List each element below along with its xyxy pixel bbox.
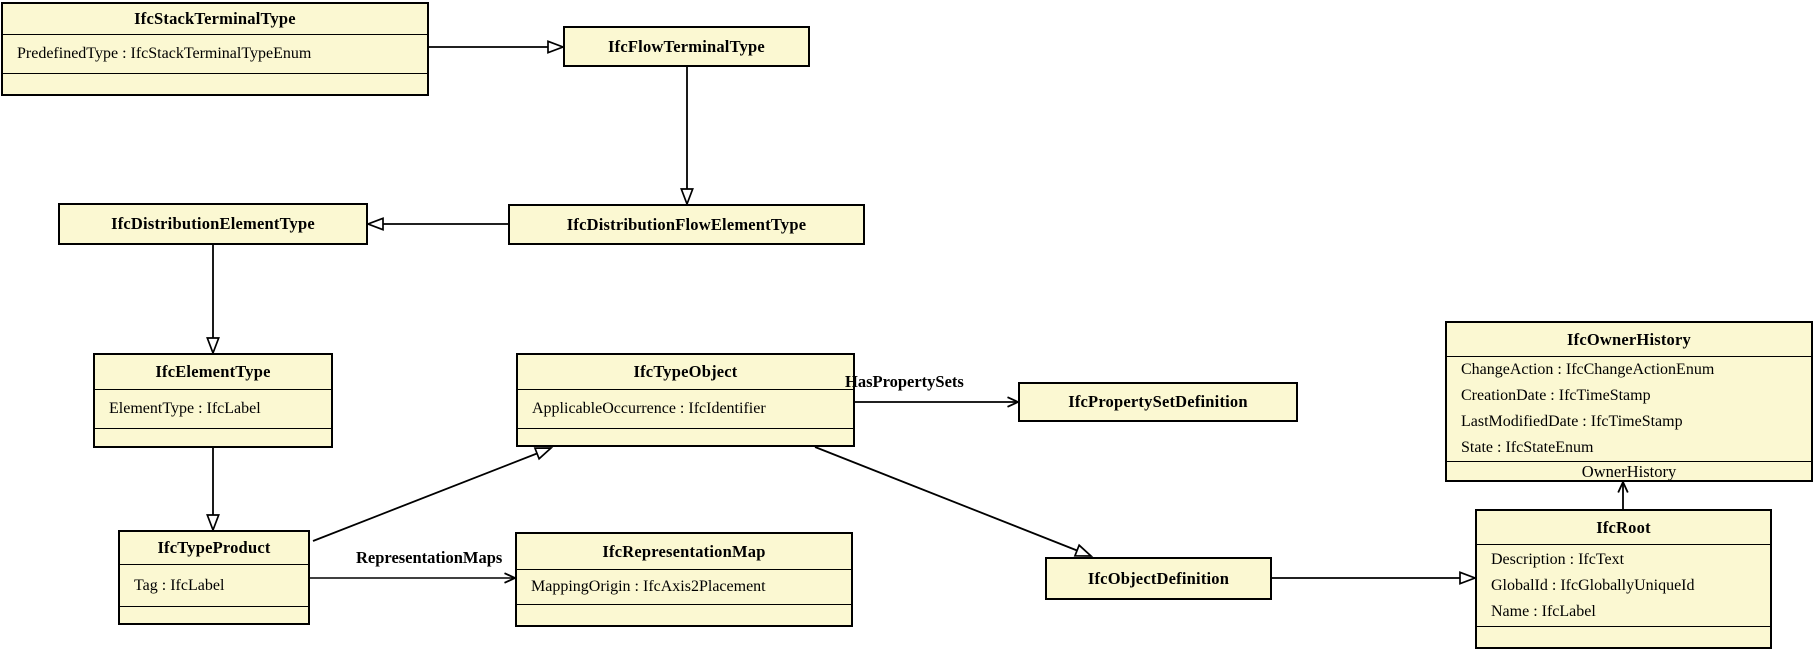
- class-attributes: PredefinedType : IfcStackTerminalTypeEnu…: [3, 35, 427, 74]
- class-attributes: MappingOrigin : IfcAxis2Placement: [517, 570, 851, 605]
- class-title: IfcObjectDefinition: [1087, 568, 1230, 588]
- class-box-ifcpropertysetdefinition: IfcPropertySetDefinition: [1018, 382, 1298, 422]
- class-title: IfcRoot: [1477, 511, 1770, 545]
- generalization-typeproduct-to-typeobject: [312, 447, 554, 542]
- class-box-ifcelementtype: IfcElementType ElementType : IfcLabel: [93, 353, 333, 448]
- class-title: IfcDistributionFlowElementType: [566, 214, 807, 234]
- class-title: IfcOwnerHistory: [1447, 323, 1811, 357]
- attribute-line: ChangeAction : IfcChangeActionEnum: [1461, 361, 1715, 378]
- association-label-ownerhistory: OwnerHistory: [1581, 462, 1677, 481]
- class-box-ifcdistributionflowelementtype: IfcDistributionFlowElementType: [508, 204, 865, 245]
- class-box-ifcflowterminaltype: IfcFlowTerminalType: [563, 26, 810, 67]
- class-box-ifctypeproduct: IfcTypeProduct Tag : IfcLabel: [118, 530, 310, 625]
- class-box-ifcdistributionelementtype: IfcDistributionElementType: [58, 203, 368, 245]
- class-attributes: ApplicableOccurrence : IfcIdentifier: [518, 390, 853, 429]
- class-box-ifcroot: IfcRoot Description : IfcText GlobalId :…: [1475, 509, 1772, 649]
- attribute-line: CreationDate : IfcTimeStamp: [1461, 387, 1651, 404]
- attribute-line: ApplicableOccurrence : IfcIdentifier: [532, 400, 766, 417]
- class-title: IfcFlowTerminalType: [608, 36, 765, 56]
- class-title: IfcStackTerminalType: [3, 4, 427, 35]
- attribute-line: State : IfcStateEnum: [1461, 439, 1594, 456]
- class-extra-compartment: [120, 607, 308, 623]
- class-extra-compartment: [517, 605, 851, 625]
- class-title: IfcElementType: [95, 355, 331, 390]
- attribute-line: GlobalId : IfcGloballyUniqueId: [1491, 576, 1695, 594]
- attribute-line: ElementType : IfcLabel: [109, 400, 261, 417]
- class-box-ifcobjectdefinition: IfcObjectDefinition: [1045, 557, 1272, 600]
- attribute-line: PredefinedType : IfcStackTerminalTypeEnu…: [17, 45, 312, 62]
- class-title: IfcTypeObject: [518, 355, 853, 390]
- class-title: IfcTypeProduct: [120, 532, 308, 565]
- class-box-ifcownerhistory: IfcOwnerHistory ChangeAction : IfcChange…: [1445, 321, 1813, 482]
- class-box-ifctypeobject: IfcTypeObject ApplicableOccurrence : Ifc…: [516, 353, 855, 447]
- attribute-line: LastModifiedDate : IfcTimeStamp: [1461, 413, 1683, 430]
- attribute-line: Name : IfcLabel: [1491, 602, 1596, 620]
- class-extra-compartment: [95, 429, 331, 446]
- class-attributes: ElementType : IfcLabel: [95, 390, 331, 429]
- association-label-representationmaps: RepresentationMaps: [356, 548, 503, 567]
- class-title: IfcPropertySetDefinition: [1068, 392, 1248, 411]
- class-attributes: Description : IfcText GlobalId : IfcGlob…: [1477, 545, 1770, 627]
- class-extra-compartment: [518, 429, 853, 445]
- class-extra-compartment: [1477, 627, 1770, 647]
- generalization-typeobject-to-objectdefinition: [814, 446, 1094, 557]
- class-title: IfcDistributionElementType: [111, 214, 315, 233]
- class-extra-compartment: [3, 74, 427, 94]
- class-box-ifcstackterminaltype: IfcStackTerminalType PredefinedType : If…: [1, 2, 429, 96]
- class-attributes: ChangeAction : IfcChangeActionEnum Creat…: [1447, 357, 1811, 462]
- class-title: IfcRepresentationMap: [517, 534, 851, 570]
- attribute-line: Description : IfcText: [1491, 550, 1625, 568]
- class-attributes: Tag : IfcLabel: [120, 565, 308, 607]
- class-box-ifcrepresentationmap: IfcRepresentationMap MappingOrigin : Ifc…: [515, 532, 853, 627]
- attribute-line: Tag : IfcLabel: [134, 576, 225, 594]
- attribute-line: MappingOrigin : IfcAxis2Placement: [531, 578, 766, 595]
- association-label-haspropertysets: HasPropertySets: [845, 372, 964, 391]
